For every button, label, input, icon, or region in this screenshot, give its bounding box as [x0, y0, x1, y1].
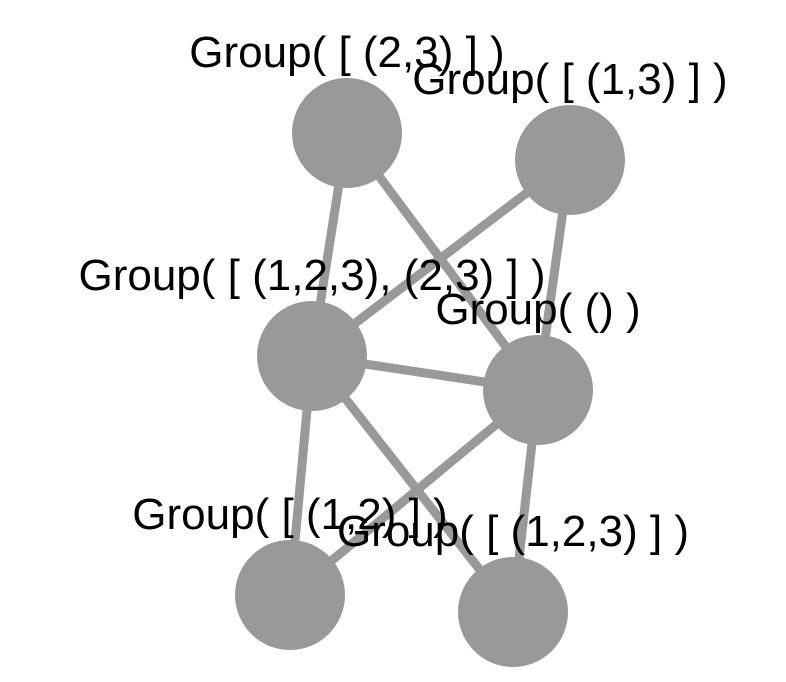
node-n2 — [257, 301, 367, 411]
node-label: Group( [ (1,2) ] ) — [132, 490, 447, 539]
node-label: Group( () ) — [435, 285, 640, 334]
node-label: Group( [ (1,2,3) ] ) — [337, 507, 689, 556]
node-label: Group( [ (1,3) ] ) — [412, 55, 727, 104]
labels: Group( [ (2,3) ] )Group( [ (1,3) ] ) Grou… — [78, 28, 727, 556]
node-label: Group( [ (2,3) ] ) — [189, 28, 504, 77]
node-label: Group( [ (1,2,3), (2,3) ] ) — [78, 251, 545, 300]
node-n5 — [458, 557, 568, 667]
node-n1 — [515, 105, 625, 215]
node-n4 — [235, 540, 345, 650]
node-n0 — [292, 78, 402, 188]
nodes — [235, 78, 625, 667]
node-n3 — [483, 335, 593, 445]
